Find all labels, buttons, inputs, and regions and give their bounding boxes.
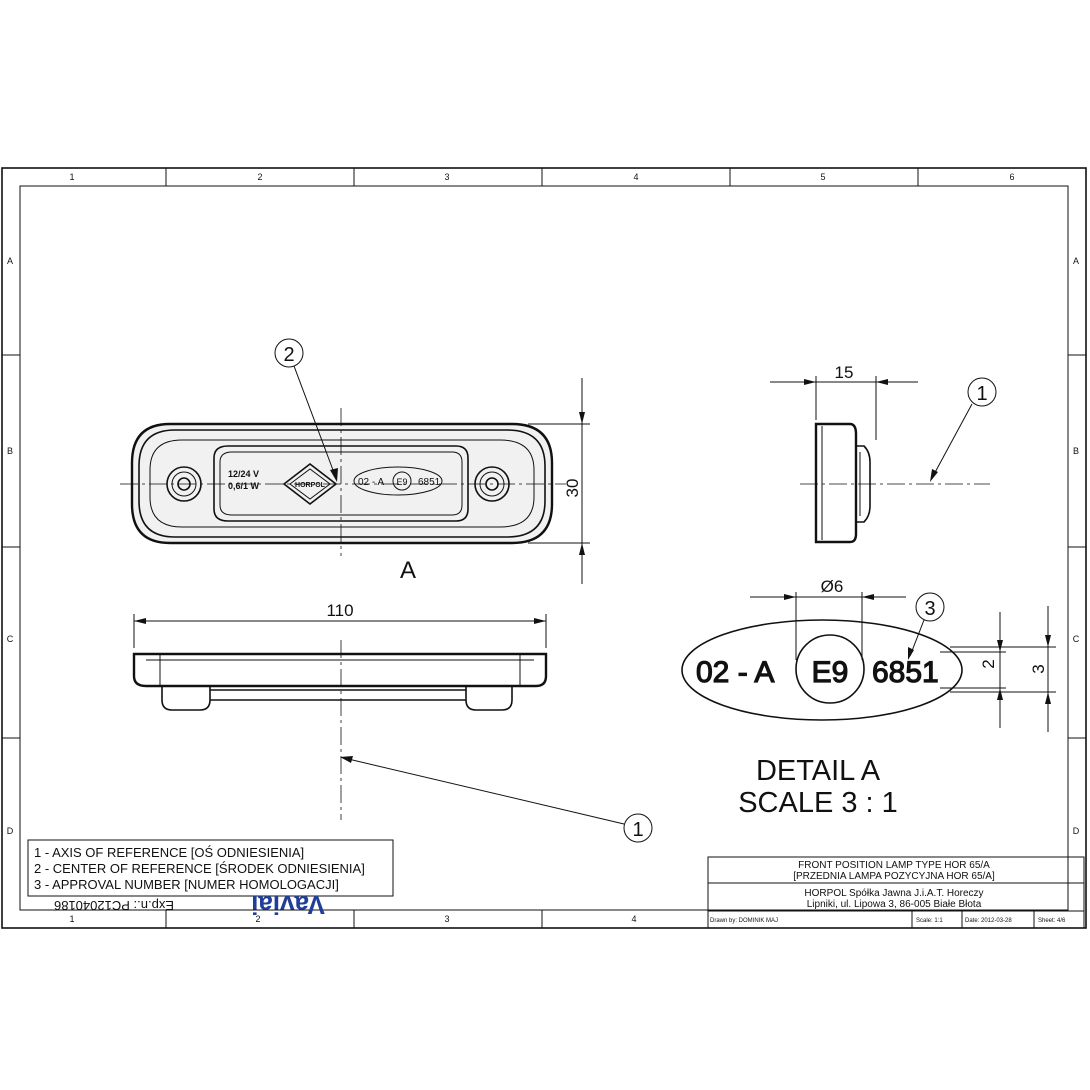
legend-item-2: 2 - CENTER OF REFERENCE [ŚRODEK ODNIESIE… xyxy=(34,861,365,876)
side-view: 15 xyxy=(770,363,990,544)
col-number-4: 4 xyxy=(633,172,638,182)
bottom-view: 110 xyxy=(132,601,548,820)
detail-approval-prefix: 02 - A xyxy=(696,656,774,689)
detail-a-view: 02 - A E9 6851 Ø6 2 3 DETAIL A SCALE 3 :… xyxy=(681,577,1056,819)
row-letter-a: A xyxy=(7,256,13,266)
row-letter-c: C xyxy=(7,634,14,644)
row-letter-a-right: A xyxy=(1073,256,1079,266)
dim-height-3: 3 xyxy=(1029,664,1048,673)
front-approval-mark: E9 xyxy=(396,477,407,487)
detail-approval-number: 6851 xyxy=(872,656,939,689)
front-view: 12/24 V 0,6/1 W HORPOL 02 - A E9 6851 30… xyxy=(120,378,590,584)
frame-column-numbers: 1 2 3 4 5 6 1 2 3 4 xyxy=(69,172,1014,924)
title-line-1: FRONT POSITION LAMP TYPE HOR 65/A xyxy=(798,860,990,871)
company-line-2: Lipniki, ul. Lipowa 3, 86-005 Białe Błot… xyxy=(807,899,982,910)
col-number-4-bottom: 4 xyxy=(631,914,636,924)
col-number-1: 1 xyxy=(69,172,74,182)
balloon-2: 2 xyxy=(274,338,338,482)
col-number-6: 6 xyxy=(1009,172,1014,182)
frame-row-letters: A B C D A B C D xyxy=(7,256,1080,836)
dim-diameter-6: Ø6 xyxy=(821,577,844,596)
front-approval-prefix: 02 - A xyxy=(358,477,384,488)
view-label-a: A xyxy=(400,557,416,584)
balloon-1-side: 1 xyxy=(930,377,997,482)
col-number-5: 5 xyxy=(820,172,825,182)
legend-item-1: 1 - AXIS OF REFERENCE [OŚ ODNIESIENIA] xyxy=(34,845,304,860)
col-number-1-bottom: 1 xyxy=(69,914,74,924)
balloon-1-bottom: 1 xyxy=(340,756,653,843)
balloon-2-label: 2 xyxy=(283,344,294,366)
sheet-field: Sheet: 4/6 xyxy=(1038,918,1066,924)
dim-depth-15: 15 xyxy=(835,363,854,382)
title-line-2: [PRZEDNIA LAMPA POZYCYJNA HOR 65/A] xyxy=(793,871,995,882)
blue-stamp: Vaviai xyxy=(251,890,325,920)
detail-title: DETAIL A xyxy=(756,755,881,787)
balloon-3-label: 3 xyxy=(924,598,935,620)
row-letter-d: D xyxy=(7,826,14,836)
row-letter-b-right: B xyxy=(1073,446,1079,456)
balloon-1-side-label: 1 xyxy=(976,383,987,405)
col-number-3-bottom: 3 xyxy=(444,914,449,924)
balloon-3: 3 xyxy=(908,592,945,660)
col-number-3: 3 xyxy=(444,172,449,182)
date-field: Date: 2012-03-28 xyxy=(965,918,1012,924)
lamp-rating-voltage: 12/24 V xyxy=(228,469,259,479)
detail-approval-mark: E9 xyxy=(812,656,849,689)
col-number-2-bottom: 2 xyxy=(255,914,260,924)
dim-width-110: 110 xyxy=(326,601,353,620)
scale-field: Scale: 1:1 xyxy=(916,918,943,924)
legend-box: 1 - AXIS OF REFERENCE [OŚ ODNIESIENIA] 2… xyxy=(27,839,394,920)
drawing-frame xyxy=(1,167,1087,929)
row-letter-b: B xyxy=(7,446,13,456)
title-block: FRONT POSITION LAMP TYPE HOR 65/A [PRZED… xyxy=(707,856,1085,929)
front-approval-number: 6851 xyxy=(418,477,441,488)
lamp-rating-power: 0,6/1 W xyxy=(228,481,260,491)
dim-height-30: 30 xyxy=(563,479,582,498)
legend-item-3: 3 - APPROVAL NUMBER [NUMER HOMOLOGACJI] xyxy=(34,877,339,892)
company-line-1: HORPOL Spółka Jawna J.i.A.T. Horeczy xyxy=(804,888,983,899)
col-number-2: 2 xyxy=(257,172,262,182)
row-letter-c-right: C xyxy=(1073,634,1080,644)
drawn-by: Drawn by: DOMINIK MAJ xyxy=(710,918,778,924)
balloon-1-bottom-label: 1 xyxy=(632,819,643,841)
row-letter-d-right: D xyxy=(1073,826,1080,836)
exp-number: Exp.n.: PC12040186 xyxy=(54,898,174,913)
horpol-logo-text: HORPOL xyxy=(295,482,326,489)
detail-scale: SCALE 3 : 1 xyxy=(738,787,898,819)
dim-height-2: 2 xyxy=(979,659,998,668)
